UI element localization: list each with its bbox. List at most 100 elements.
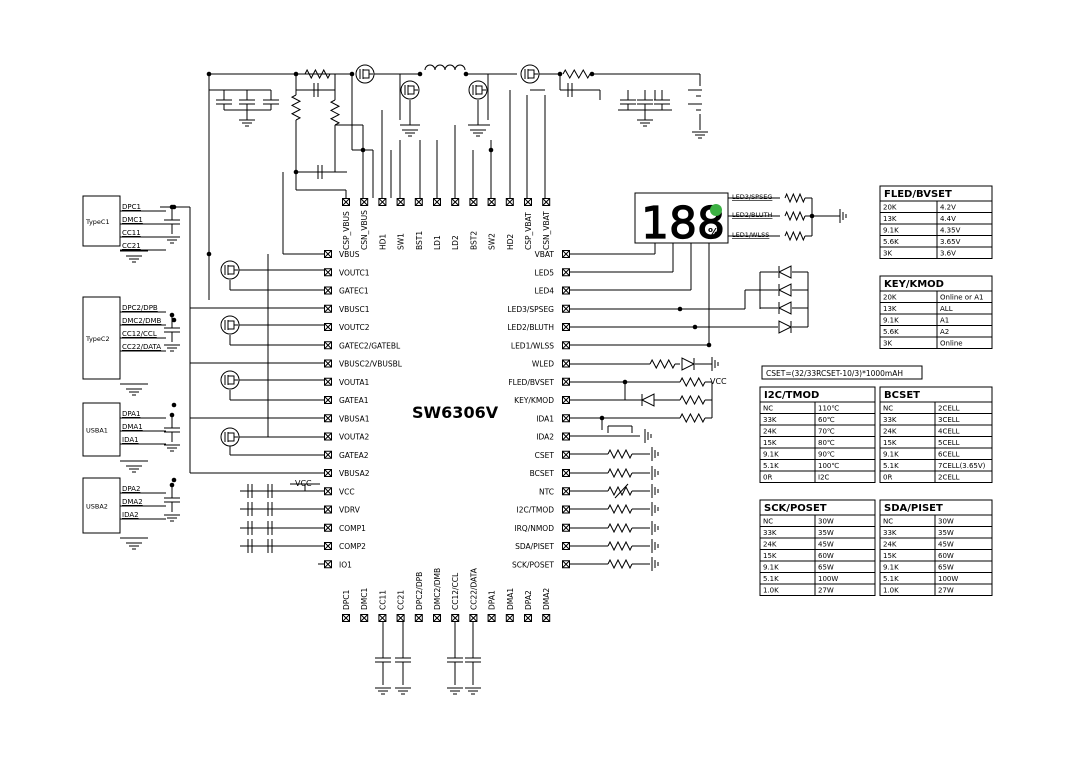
pin-marker (469, 614, 478, 622)
junction-dot (692, 324, 698, 330)
left-pin-label: VBUSC1 (339, 305, 370, 314)
table-cell: Online (940, 340, 963, 348)
table-cell: 5.1K (763, 575, 779, 583)
pin-marker (562, 469, 570, 477)
resistor-symbol (607, 467, 633, 479)
bottom-pin-label: DPC1 (342, 589, 351, 610)
table-cell: 33K (763, 529, 777, 537)
table-cell: 13K (883, 215, 897, 223)
resistor-symbol (784, 210, 806, 222)
junction-dot (622, 379, 628, 385)
inductor-symbol (424, 64, 466, 71)
right-pin-label: LED2/BLUTH (507, 323, 554, 332)
connector-pin-label: DPC1 (122, 203, 141, 211)
top-pin-label: SW1 (397, 233, 406, 250)
table-cell: 20K (883, 294, 897, 302)
bottom-pin-label: CC21 (397, 590, 406, 610)
pin-marker (562, 450, 570, 459)
table-cell: 20K (883, 204, 897, 212)
right-pin-label: LED1/WLSS (511, 341, 554, 350)
left-pin-label: VBUSC2/VBUSBL (339, 360, 403, 369)
ground-symbol (402, 129, 418, 137)
resistor-symbol (290, 94, 302, 121)
ground-symbol (126, 388, 142, 396)
left-pin-label: COMP2 (339, 542, 366, 551)
table-title: SCK/POSET (764, 503, 827, 514)
top-pin-label: BST1 (415, 231, 424, 250)
pin-marker (342, 614, 350, 622)
capacitor-symbol (267, 484, 273, 498)
table-cell: 5.1K (883, 575, 899, 583)
table-cell: 24K (763, 541, 777, 549)
junction-dot (171, 477, 177, 483)
pin-marker (562, 396, 570, 404)
resistor-symbol (607, 448, 633, 460)
capacitor-symbol (465, 657, 481, 663)
pin-marker (451, 614, 460, 622)
right-pin-label: NTC (539, 487, 554, 496)
table-cell: 33K (763, 416, 777, 424)
capacitor-symbol (239, 99, 255, 105)
ground-symbol (126, 465, 142, 473)
bcset-table (879, 386, 993, 483)
right-pin-label: IDA1 (536, 414, 554, 423)
left-pin-label: IO1 (339, 560, 352, 569)
pin-marker (360, 614, 369, 622)
resistor-symbol (649, 358, 676, 370)
display-percent: % (708, 226, 719, 239)
capacitor-symbol (447, 657, 463, 663)
table-cell: 70℃ (818, 428, 835, 436)
bottom-pin-label: DPC2/DPB (415, 572, 424, 610)
right-pin-label: LED4 (535, 287, 555, 296)
ground-symbol (239, 119, 255, 127)
junction-dot (169, 312, 175, 318)
top-pin-label: CSN_VBUS (360, 210, 369, 250)
table-cell: 100W (938, 575, 958, 583)
bottom-pin-label: DMA1 (506, 588, 515, 610)
connector-pin-label: CC21 (122, 242, 141, 250)
capacitor-symbol (620, 99, 636, 105)
top-pin-label: CSP_VBUS (342, 211, 351, 250)
diode-symbol (777, 265, 792, 279)
junction-dot (206, 71, 212, 77)
ground-symbol (711, 357, 719, 371)
table-cell: 5.6K (883, 238, 899, 246)
bottom-pin-label: DPA2 (524, 590, 533, 610)
table-cell: 2CELL (938, 405, 960, 413)
table-cell: I2C (818, 474, 830, 482)
table-cell: 15K (883, 552, 897, 560)
pin-marker (542, 198, 551, 206)
pin-marker (378, 614, 387, 622)
table-cell: 65W (818, 564, 834, 572)
resistor-symbol (679, 376, 706, 388)
table-cell: 35W (938, 529, 954, 537)
resistor-symbol (784, 230, 806, 242)
pin-marker (414, 198, 423, 206)
junction-dot (349, 71, 355, 77)
top-pin-label: HD2 (506, 234, 515, 250)
table-cell: 9.1K (883, 451, 899, 459)
table-cell: 24K (883, 541, 897, 549)
table-cell: 13K (883, 305, 897, 313)
pin-marker (324, 341, 332, 350)
junction-dot (417, 71, 423, 77)
ground-symbol (470, 129, 486, 137)
right-pin-label: LED5 (535, 268, 555, 277)
ground-symbol (644, 429, 652, 443)
resistor-symbol (679, 412, 706, 424)
table-cell: ALL (940, 305, 953, 313)
connector-pin-label: DMC2/DMB (122, 317, 162, 325)
table-cell: 5.6K (883, 328, 899, 336)
table-cell: 3K (883, 250, 892, 258)
connector-box (82, 296, 121, 380)
pin-marker (324, 432, 332, 441)
pin-marker (562, 542, 570, 550)
table-cell: 5CELL (938, 439, 960, 447)
ground-symbol (164, 344, 180, 352)
junction-dot (169, 412, 175, 418)
pin-marker (324, 359, 332, 368)
junction-dot (463, 71, 469, 77)
resistor-symbol (329, 99, 341, 126)
connector-box (82, 195, 121, 247)
